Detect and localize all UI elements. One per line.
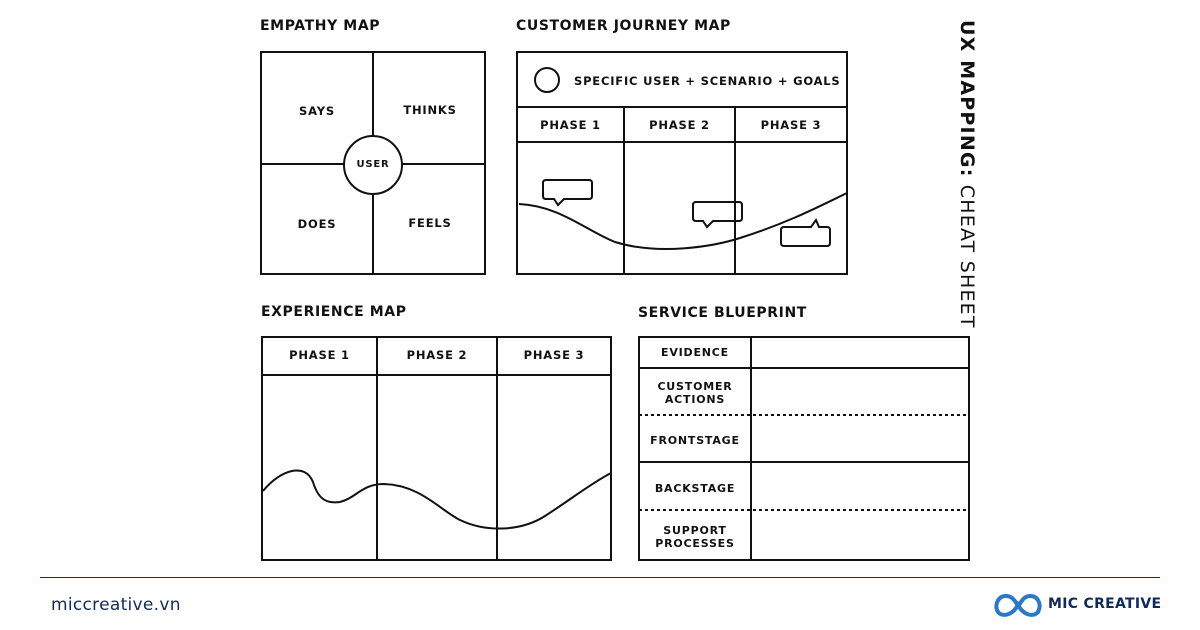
blueprint-row-frontstage: FRONTSTAGE xyxy=(650,434,740,447)
user-label: USER xyxy=(356,159,390,170)
experience-map-frame xyxy=(261,336,612,561)
side-title-bold: UX MAPPING: xyxy=(956,20,978,178)
does-label: DOES xyxy=(297,217,337,231)
experience-phase-1: PHASE 1 xyxy=(289,348,350,362)
thinks-label: THINKS xyxy=(403,103,457,117)
journey-curve xyxy=(518,192,848,250)
footer-brand-name: MIC CREATIVE xyxy=(1048,596,1162,612)
experience-curve xyxy=(262,469,612,530)
speech-bubble-1 xyxy=(542,179,593,207)
side-title-light: CHEAT SHEET xyxy=(956,184,978,329)
journey-phase-1: PHASE 1 xyxy=(540,118,601,132)
mic-creative-logo-icon xyxy=(994,593,1042,617)
blueprint-row-backstage: BACKSTAGE xyxy=(654,482,736,495)
persona-circle xyxy=(534,67,560,93)
blueprint-row-customer-actions: CUSTOMER ACTIONS xyxy=(657,380,733,406)
feels-label: FEELS xyxy=(408,216,452,230)
journey-phase-3: PHASE 3 xyxy=(760,118,822,132)
journey-map-title: CUSTOMER JOURNEY MAP xyxy=(516,18,731,34)
user-circle xyxy=(343,135,403,195)
speech-bubble-3 xyxy=(780,217,831,247)
journey-header-label: SPECIFIC USER + SCENARIO + GOALS xyxy=(574,74,841,88)
experience-map-title: EXPERIENCE MAP xyxy=(261,304,407,320)
says-label: SAYS xyxy=(299,104,335,118)
experience-phase-2: PHASE 2 xyxy=(406,348,468,362)
journey-phase-2: PHASE 2 xyxy=(649,118,710,132)
service-blueprint-title: SERVICE BLUEPRINT xyxy=(638,305,807,321)
journey-map-frame xyxy=(516,51,848,275)
service-blueprint-frame xyxy=(638,336,970,561)
experience-phase-3: PHASE 3 xyxy=(523,348,585,362)
footer-url-link[interactable]: miccreative.vn xyxy=(51,595,181,615)
empathy-map-title: EMPATHY MAP xyxy=(260,18,381,34)
blueprint-row-support-processes: SUPPORT PROCESSES xyxy=(655,524,735,550)
speech-bubble-2 xyxy=(692,201,743,229)
footer-divider xyxy=(40,577,1160,578)
blueprint-row-evidence: EVIDENCE xyxy=(661,346,729,359)
